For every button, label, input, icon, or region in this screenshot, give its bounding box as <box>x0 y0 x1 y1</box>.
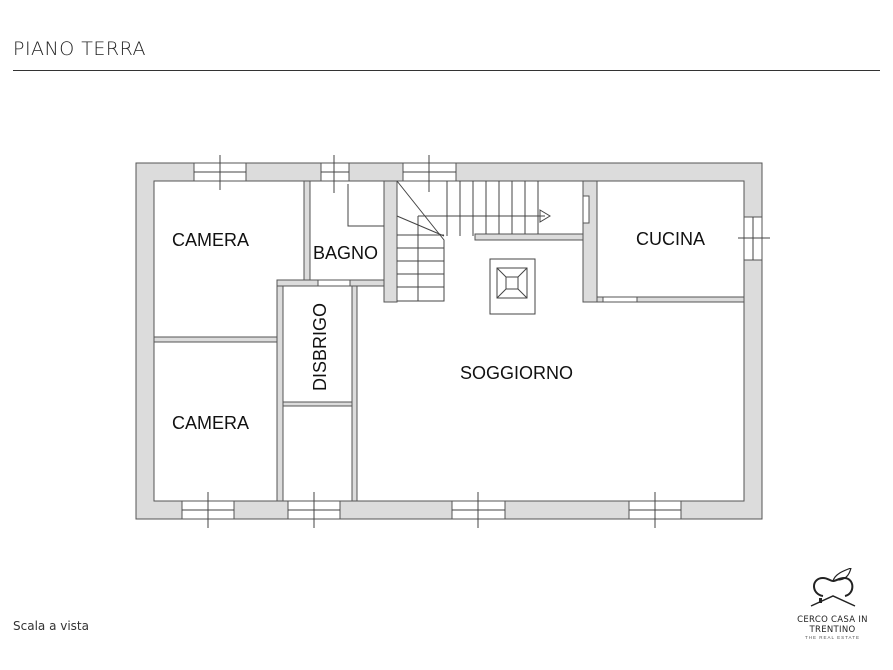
logo-name: CERCO CASA IN TRENTINO <box>797 615 868 635</box>
room-label-bagno: BAGNO <box>313 243 378 263</box>
window-top-camera <box>193 155 247 190</box>
window-bottom-1 <box>181 492 235 528</box>
logo-tagline: THE REAL ESTATE <box>805 635 860 640</box>
title-divider <box>13 70 880 71</box>
apple-house-logo-icon <box>810 567 855 607</box>
room-label-camera-top: CAMERA <box>172 230 249 250</box>
room-label-camera-bottom: CAMERA <box>172 413 249 433</box>
stair-treads <box>397 181 539 288</box>
room-label-disbrigo: DISBRIGO <box>310 303 330 391</box>
fireplace-symbol <box>489 258 536 315</box>
window-top-bagno <box>320 155 350 193</box>
room-label-cucina: CUCINA <box>636 229 705 249</box>
wall-camera-camera <box>153 336 278 343</box>
wall-disbrigo-right <box>351 285 358 502</box>
window-bottom-3 <box>451 492 506 528</box>
wall-camera-bagno <box>303 180 311 281</box>
stair-direction-arrow-icon <box>539 209 551 223</box>
wall-disbrigo-closet <box>282 401 353 407</box>
window-right-cucina <box>738 216 770 261</box>
window-top-stairs <box>402 155 457 192</box>
brand-logo: CERCO CASA IN TRENTINO THE REAL ESTATE <box>780 567 885 640</box>
wall-stair-landing <box>474 233 584 241</box>
wall-bagno-right <box>383 180 398 303</box>
wall-cucina-bottom <box>596 296 745 303</box>
scale-note: Scala a vista <box>13 619 89 633</box>
window-bottom-4 <box>628 492 682 528</box>
outer-wall <box>135 162 763 520</box>
page-title: PIANO TERRA <box>13 38 147 60</box>
wall-disbrigo-left <box>276 279 284 502</box>
staircase <box>396 180 551 302</box>
room-label-soggiorno: SOGGIORNO <box>460 363 573 383</box>
window-bottom-2 <box>287 492 341 528</box>
